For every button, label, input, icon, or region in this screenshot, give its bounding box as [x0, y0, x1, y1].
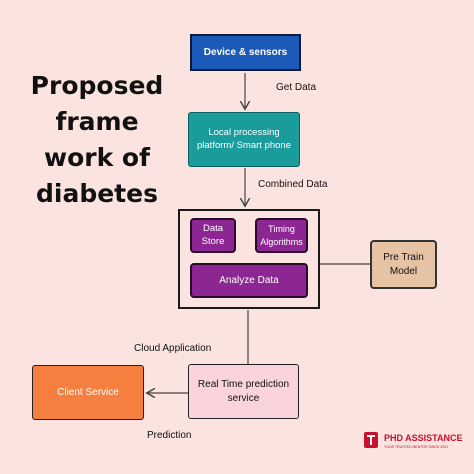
diagram-title: Proposed frame work of diabetes: [22, 68, 172, 212]
logo-tagline: YOUR TRUSTED MENTOR SINCE 2001: [384, 445, 449, 449]
node-local-processing: Local processing platform/ Smart phone: [188, 112, 300, 167]
edge-label-get-data: Get Data: [276, 82, 317, 93]
edge-label-prediction: Prediction: [147, 430, 192, 441]
title-line-3: work of: [44, 143, 150, 172]
title-line-4: diabetes: [36, 179, 158, 208]
node-timing-algorithms: Timing Algorithms: [255, 218, 308, 253]
node-analyze-data: Analyze Data: [190, 263, 308, 298]
node-client-service: Client Service: [32, 365, 144, 420]
edge-label-cloud-application: Cloud Application: [134, 343, 212, 354]
node-real-time-prediction: Real Time prediction service: [188, 364, 299, 419]
title-line-1: Proposed: [30, 71, 164, 100]
title-line-2: frame: [55, 107, 139, 136]
edge-label-combined-data: Combined Data: [258, 179, 328, 190]
node-data-store: Data Store: [190, 218, 236, 253]
phd-assistance-logo-icon: [364, 432, 378, 448]
node-pre-train-model: Pre Train Model: [370, 240, 437, 289]
cloud-application-container: [178, 209, 320, 309]
node-device-sensors: Device & sensors: [190, 34, 301, 71]
logo-text: PHD ASSISTANCE: [384, 433, 463, 443]
